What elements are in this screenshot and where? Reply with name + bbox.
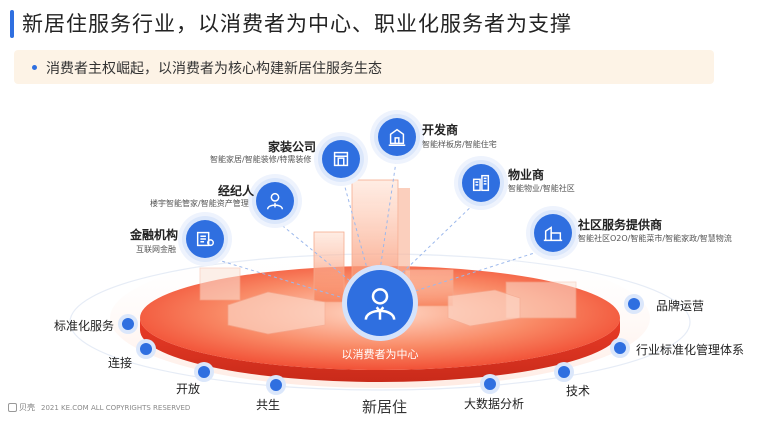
- developer-sub: 智能样板房/智能住宅: [422, 140, 497, 149]
- brand-logo: 贝壳: [8, 402, 35, 413]
- finance-icon: [186, 220, 224, 258]
- property-icon: [462, 164, 500, 202]
- footer: 贝壳 2021 KE.COM ALL COPYRIGHTS RESERVED: [8, 402, 190, 413]
- bullet-dot: [32, 65, 37, 70]
- ring-dot-bigdata: [484, 378, 496, 390]
- property-title: 物业商: [508, 168, 545, 182]
- ring-dot-connect: [140, 343, 152, 355]
- decoration-sub: 智能家居/智能装修/特需装修: [210, 155, 312, 164]
- ring-label-tech: 技术: [566, 384, 591, 398]
- ring-dot-open: [198, 366, 210, 378]
- banner-text: 消费者主权崛起，以消费者为核心构建新居住服务生态: [46, 61, 382, 77]
- ring-label-open: 开放: [176, 382, 201, 396]
- center-label: 以消费者为中心: [341, 348, 419, 361]
- ring-label-standard-service: 标准化服务: [54, 319, 115, 333]
- copyright: 2021 KE.COM ALL COPYRIGHTS RESERVED: [41, 403, 191, 412]
- decoration-icon: [322, 140, 360, 178]
- base-label: 新居住: [362, 398, 408, 416]
- ring-dot-brand: [628, 298, 640, 310]
- property-sub: 智能物业/智能社区: [508, 184, 575, 193]
- agent-sub: 楼宇智能管家/智能资产管理: [150, 199, 249, 208]
- finance-title: 金融机构: [130, 228, 179, 242]
- ring-dot-cobuild: [270, 379, 282, 391]
- ring-dot-tech: [558, 366, 570, 378]
- developer-title: 开发商: [422, 123, 459, 137]
- decoration-title: 家装公司: [268, 140, 317, 154]
- ring-label-brand: 品牌运营: [656, 299, 705, 313]
- consumer-icon: [347, 270, 413, 336]
- page-title: 新居住服务行业，以消费者为中心、职业化服务者为支撑: [22, 12, 572, 36]
- ring-label-connect: 连接: [108, 356, 133, 370]
- platform-side: [140, 318, 620, 382]
- ring-label-cobuild: 共生: [256, 398, 281, 412]
- connector-lines: [204, 154, 551, 301]
- agent-title: 经纪人: [218, 184, 255, 198]
- ring-label-bigdata: 大数据分析: [464, 397, 525, 411]
- brand-name: 贝壳: [19, 403, 35, 412]
- banner: 消费者主权崛起，以消费者为核心构建新居住服务生态: [14, 50, 714, 84]
- shell-logo-icon: [8, 403, 17, 412]
- community-title: 社区服务提供商: [578, 218, 663, 232]
- ring-dot-industry-standard: [614, 342, 626, 354]
- finance-sub: 互联网金融: [136, 245, 176, 254]
- title-accent-bar: [10, 10, 14, 38]
- ring-label-industry-standard: 行业标准化管理体系: [636, 343, 745, 357]
- ring-dot-standard-service: [122, 318, 134, 330]
- community-sub: 智能社区O2O/智能菜市/智能家政/智慧物流: [578, 234, 732, 243]
- community-icon: [534, 214, 572, 252]
- agent-icon: [256, 182, 294, 220]
- developer-icon: [378, 118, 416, 156]
